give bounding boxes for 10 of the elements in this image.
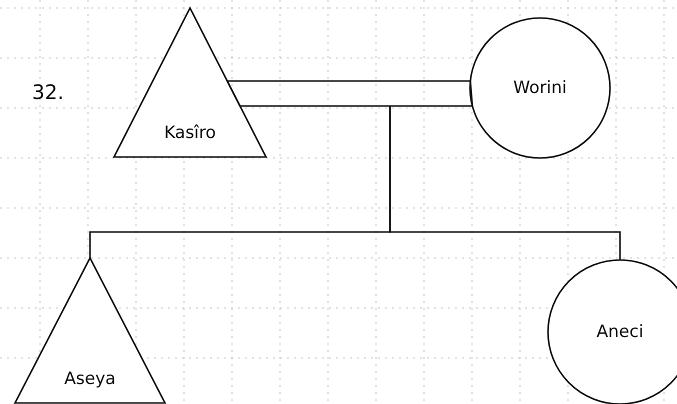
male-triangle [114,8,266,157]
person-name: Worini [513,78,567,98]
marriage-line [226,80,474,107]
person-name: Aneci [596,322,644,342]
person-name: Aseya [64,369,116,389]
person-name: Kasîro [164,123,216,143]
male-triangle [15,258,165,403]
descent-line [389,106,621,260]
case-number: 32. [32,80,64,104]
female-circle [470,18,610,158]
